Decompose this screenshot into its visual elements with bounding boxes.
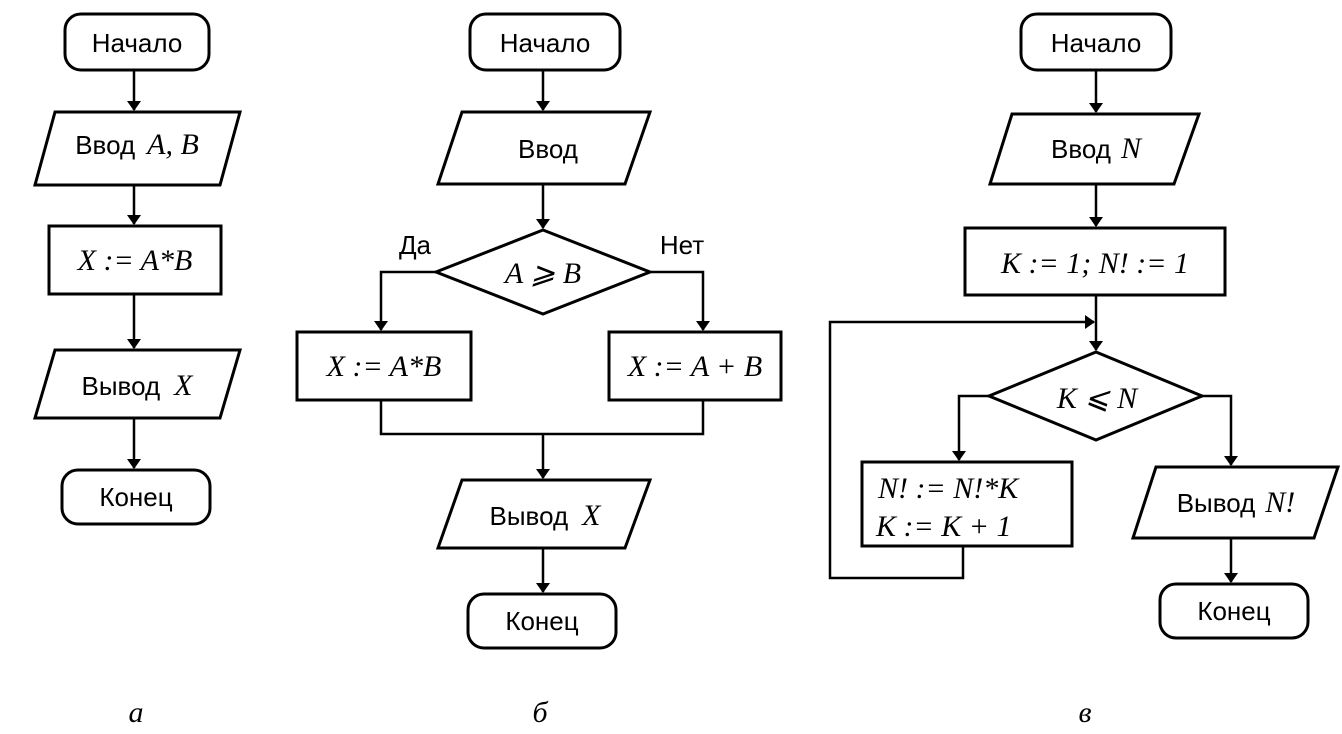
c-condition-text: K ⩽ N — [1056, 382, 1139, 415]
c-end-text: Конец — [1197, 596, 1270, 626]
c-init-text: K := 1; N! := 1 — [1000, 247, 1189, 280]
b-output-parallelogram — [435, 478, 653, 550]
b-condition-diamond — [431, 228, 655, 316]
a-end-text: Конец — [99, 482, 172, 512]
b-yes-process-box — [295, 330, 473, 402]
c-condition-diamond — [985, 350, 1206, 442]
b-input-text: Ввод — [518, 134, 578, 164]
b-end-terminal — [466, 592, 618, 650]
b-start-text: Начало — [500, 28, 591, 58]
c-loop-box — [860, 460, 1074, 548]
b-no-label: Нет — [660, 230, 704, 260]
b-yes-label: Да — [399, 230, 432, 260]
c-loop-line2: K := K + 1 — [875, 510, 1012, 543]
b-no-branch-arrow — [650, 270, 710, 331]
b-end-text: Конец — [505, 606, 578, 636]
b-start-terminal — [468, 12, 622, 72]
a-input-parallelogram — [33, 110, 242, 187]
c-input-parallelogram — [987, 112, 1202, 186]
a-caption: а — [129, 696, 144, 729]
b-condition-text: A ⩾ B — [503, 257, 581, 290]
c-init-box — [963, 226, 1227, 297]
flowchart-b: Начало Ввод A ⩾ B Да Нет X := A*B X := A… — [295, 12, 783, 729]
c-output-parallelogram — [1130, 465, 1341, 540]
a-end-terminal — [60, 468, 212, 526]
a-output-parallelogram — [32, 348, 243, 420]
c-yes-branch-arrow — [952, 394, 989, 461]
b-input-parallelogram — [435, 110, 653, 186]
b-merge-line — [379, 400, 705, 436]
a-process-text: X := A*B — [77, 244, 193, 277]
c-caption: в — [1078, 696, 1091, 729]
b-caption: б — [532, 696, 548, 729]
c-loop-line1: N! := N!*K — [877, 472, 1020, 505]
b-no-process-box — [607, 330, 783, 402]
c-loop-back-arrow — [828, 315, 1095, 580]
a-process-box — [47, 224, 223, 296]
a-start-terminal — [63, 12, 211, 72]
a-start-text: Начало — [92, 28, 183, 58]
b-yes-process-text: X := A*B — [326, 350, 442, 383]
c-end-terminal — [1158, 582, 1310, 640]
b-yes-branch-arrow — [374, 270, 436, 331]
b-no-process-text: X := A + B — [627, 350, 762, 383]
c-start-text: Начало — [1051, 28, 1142, 58]
c-no-branch-arrow — [1202, 394, 1238, 466]
